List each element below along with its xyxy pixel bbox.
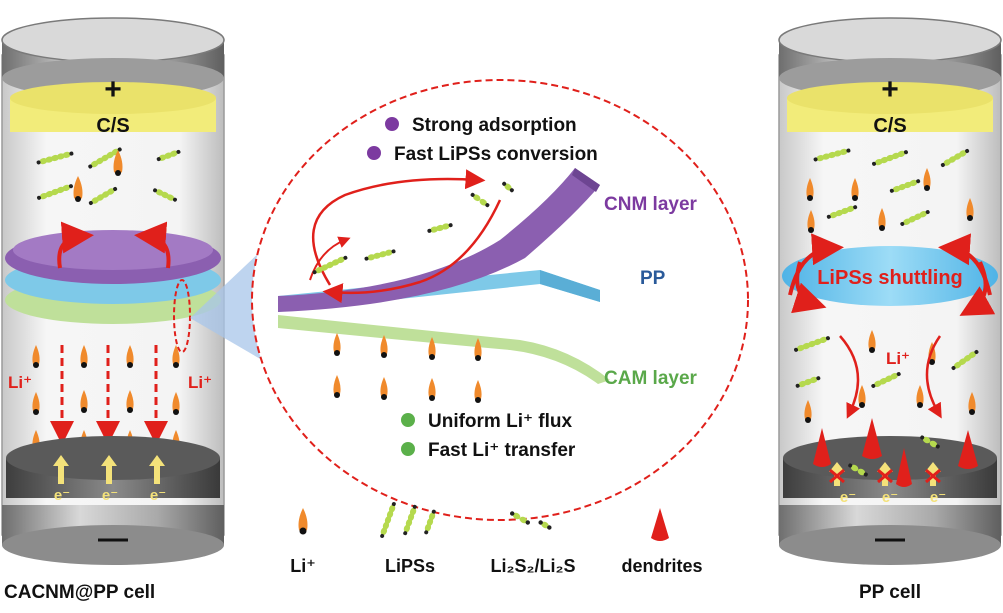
zoom-cone bbox=[190, 250, 262, 360]
left-lipss-group bbox=[36, 147, 181, 205]
li2s-particle bbox=[502, 181, 514, 193]
bullet-green bbox=[401, 442, 415, 456]
bullet-green bbox=[401, 413, 415, 427]
lipss-chain bbox=[156, 149, 181, 162]
left-electron-arrows bbox=[53, 455, 165, 484]
cnm-layer-edge bbox=[572, 168, 600, 192]
right-li-ion-lower bbox=[804, 330, 976, 423]
legend-li-icon bbox=[298, 508, 308, 532]
legend-lipss-label: LiPSs bbox=[385, 556, 435, 576]
right-li-arrow bbox=[925, 335, 942, 419]
left-membrane-stack bbox=[5, 221, 221, 353]
right-electron-arrows bbox=[829, 462, 941, 486]
pp-layer-edge bbox=[540, 270, 600, 302]
left-anode-top bbox=[6, 436, 220, 480]
legend-li2s-icon bbox=[510, 511, 552, 530]
right-electron-label: e⁻ bbox=[840, 489, 856, 506]
left-li-label: Li⁺ bbox=[8, 373, 32, 392]
right-lipss-group bbox=[813, 148, 970, 226]
left-cathode-top bbox=[10, 82, 216, 114]
left-cell-caption: CACNM@PP cell bbox=[4, 582, 155, 603]
bullet-purple bbox=[385, 117, 399, 131]
cnm-layer-shape bbox=[278, 168, 600, 312]
lipss-conversion-arrow bbox=[311, 169, 486, 286]
blocked-marks bbox=[829, 468, 941, 484]
right-li-arrow bbox=[839, 335, 860, 419]
lipss-chain bbox=[88, 187, 118, 205]
right-minus-sign: — bbox=[875, 522, 905, 555]
legend-dendrites-label: dendrites bbox=[621, 556, 702, 576]
zoom-indicator bbox=[173, 279, 191, 353]
left-cnm-highlight bbox=[13, 230, 213, 270]
legend-dendrite-icon bbox=[651, 508, 669, 541]
right-cathode-label: C/S bbox=[873, 115, 906, 137]
lipss-chain bbox=[36, 151, 74, 165]
right-electron-label: e⁻ bbox=[882, 489, 898, 506]
bullet-strong-adsorption: Strong adsorption bbox=[412, 115, 577, 136]
right-cathode-top bbox=[787, 82, 993, 114]
left-minus-sign: — bbox=[98, 522, 128, 555]
center-zoom: Strong adsorption Fast LiPSs conversion … bbox=[251, 79, 749, 521]
legend: Li⁺ LiPSs Li₂S₂/Li₂S dendrites bbox=[290, 502, 703, 576]
lipss-chain bbox=[312, 255, 348, 275]
lipss-chain bbox=[153, 188, 177, 202]
shuttle-arrow bbox=[788, 233, 844, 296]
legend-lipss-icon bbox=[380, 502, 436, 538]
left-cell-bottom-edge bbox=[2, 525, 224, 565]
shuttle-arrow bbox=[938, 233, 992, 296]
left-li-ion-upper bbox=[73, 150, 123, 202]
right-electron-label: e⁻ bbox=[930, 489, 946, 506]
cam-layer-label: CAM layer bbox=[604, 368, 698, 389]
lipss-conversion-arrow bbox=[322, 199, 502, 304]
lipss-conversion-arrow bbox=[309, 236, 351, 281]
cam-layer-shape bbox=[278, 315, 610, 384]
legend-li2s-label: Li₂S₂/Li₂S bbox=[491, 556, 576, 576]
zoom-circle bbox=[251, 79, 749, 521]
right-li-ion-upper bbox=[806, 168, 974, 233]
left-cell-cap-top bbox=[1, 17, 225, 63]
lipss-chain bbox=[37, 184, 73, 200]
right-cell-caption: PP cell bbox=[859, 582, 921, 603]
left-li-label: Li⁺ bbox=[188, 373, 212, 392]
right-li2s-deposits bbox=[848, 435, 940, 477]
bullet-purple bbox=[367, 146, 381, 160]
left-cell: + C/S bbox=[1, 17, 225, 603]
lipss-chain bbox=[364, 249, 396, 261]
bullet-fast-transfer: Fast Li⁺ transfer bbox=[428, 440, 576, 461]
right-cell-bottom-edge bbox=[779, 525, 1001, 565]
lipss-chain bbox=[427, 223, 453, 233]
left-electron-label: e⁻ bbox=[102, 487, 118, 504]
center-li-ions bbox=[333, 333, 482, 403]
left-conversion-arrow bbox=[134, 221, 171, 269]
left-plus-sign: + bbox=[104, 73, 122, 106]
left-electron-label: e⁻ bbox=[54, 487, 70, 504]
cnm-layer-label: CNM layer bbox=[604, 194, 698, 215]
pp-layer-label: PP bbox=[640, 268, 666, 289]
left-electron-label: e⁻ bbox=[150, 487, 166, 504]
shuttle-label: LiPSs shuttling bbox=[817, 267, 963, 289]
right-li-label: Li⁺ bbox=[886, 349, 910, 368]
right-lipss-lower bbox=[794, 336, 979, 388]
bullet-uniform-flux: Uniform Li⁺ flux bbox=[428, 411, 573, 432]
right-plus-sign: + bbox=[881, 73, 899, 106]
right-cell: + C/S LiPSs shuttling bbox=[778, 17, 1002, 603]
legend-li-label: Li⁺ bbox=[290, 556, 316, 576]
left-li-flux-arrows bbox=[50, 345, 168, 445]
left-cathode-label: C/S bbox=[96, 115, 129, 137]
li2s-particle bbox=[470, 192, 490, 208]
right-cell-cap-top bbox=[778, 17, 1002, 63]
bullet-fast-conversion: Fast LiPSs conversion bbox=[394, 144, 598, 165]
left-conversion-arrow bbox=[57, 221, 94, 269]
right-dendrites bbox=[813, 418, 978, 487]
legend-li-icon-dot bbox=[299, 527, 307, 535]
